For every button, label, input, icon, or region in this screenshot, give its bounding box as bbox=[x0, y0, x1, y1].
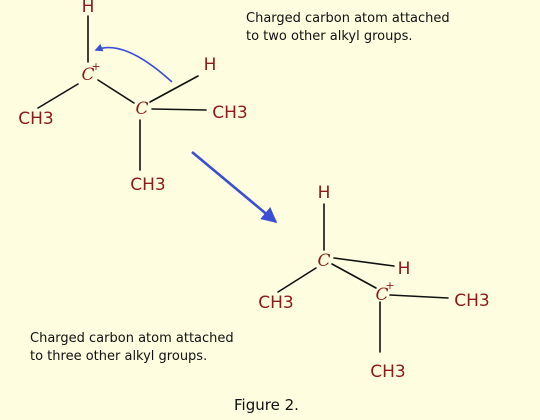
atom-h-top-2: H bbox=[318, 183, 331, 203]
top-caption-line-1: Charged carbon atom attached bbox=[246, 11, 450, 26]
atom-ch3-right: CH3 bbox=[212, 103, 247, 123]
bottom-caption: Charged carbon atom attached to three ot… bbox=[30, 330, 234, 366]
atom-ch3-left-2: CH3 bbox=[258, 293, 293, 313]
atom-ch3-right-2: CH3 bbox=[454, 291, 489, 311]
atom-c-charged-2: C bbox=[375, 285, 388, 305]
bottom-caption-line-2: to three other alkyl groups. bbox=[30, 349, 208, 364]
bond-c-left-h-mid bbox=[333, 257, 395, 267]
atom-ch3-bottom: CH3 bbox=[130, 175, 165, 195]
atom-c-center: C bbox=[135, 99, 148, 119]
top-caption: Charged carbon atom attached to two othe… bbox=[246, 10, 450, 46]
bond-c-left-c-charged bbox=[331, 263, 377, 289]
bond-c-center-ch3-right bbox=[151, 108, 207, 111]
bond-c-left-ch3-left bbox=[277, 267, 317, 293]
molecule-2-bonds bbox=[277, 203, 449, 353]
atom-h-right: H bbox=[204, 55, 217, 75]
top-caption-line-2: to two other alkyl groups. bbox=[246, 29, 413, 44]
atom-h-mid: H bbox=[398, 259, 411, 279]
charge-plus: + bbox=[91, 60, 100, 73]
curved-arrow-icon bbox=[94, 43, 173, 83]
bottom-caption-line-1: Charged carbon atom attached bbox=[30, 331, 234, 346]
atom-h-top: H bbox=[82, 0, 95, 17]
bond-c-charged-ch3-right bbox=[389, 294, 449, 299]
bond-c-charged-c-center bbox=[97, 79, 135, 104]
atom-ch3-bottom-2: CH3 bbox=[370, 362, 405, 382]
atom-c-left: C bbox=[317, 251, 330, 271]
molecule-1-bonds bbox=[37, 15, 207, 171]
bond-c-center-h-right bbox=[149, 75, 199, 103]
molecule-1-atoms: H C + H C CH3 CH3 CH3 bbox=[18, 0, 247, 195]
atom-ch3-left: CH3 bbox=[18, 109, 53, 129]
atom-c-charged: C bbox=[81, 65, 94, 85]
figure-label: Figure 2. bbox=[234, 396, 299, 414]
arrow-down-right-icon bbox=[191, 151, 278, 223]
bond-c-charged-ch3-left bbox=[37, 83, 79, 109]
molecule-2-atoms: H C H C + CH3 CH3 CH3 bbox=[258, 183, 489, 382]
charge-plus-2: + bbox=[385, 279, 394, 292]
